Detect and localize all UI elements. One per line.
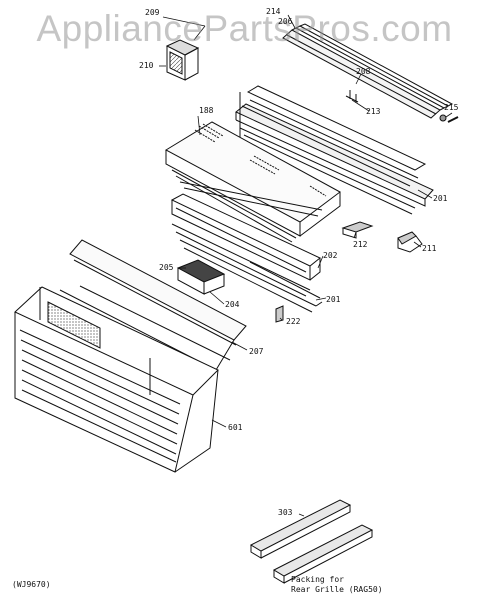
callout-204: 204 xyxy=(225,300,240,309)
part-201-lower-rail xyxy=(179,239,323,313)
callout-205: 205 xyxy=(159,263,174,272)
callout-207: 207 xyxy=(249,347,264,356)
callout-188: 188 xyxy=(199,106,214,115)
callout-201-lower: 201 xyxy=(326,295,341,304)
part-215-screw xyxy=(439,114,459,123)
callout-222: 222 xyxy=(286,317,301,326)
callout-303: 303 xyxy=(278,508,293,517)
packing-note-line2: Rear Grille (RAG50) xyxy=(291,585,383,594)
callout-206: 206 xyxy=(278,17,293,26)
callout-212: 212 xyxy=(353,240,368,249)
callout-209: 209 xyxy=(145,8,160,17)
packing-note-line1: Packing for xyxy=(291,575,344,584)
callout-210: 210 xyxy=(139,61,154,70)
part-303-packing-strips xyxy=(249,499,374,584)
part-213-clip xyxy=(345,90,359,103)
callout-leaders xyxy=(159,14,453,517)
callout-208: 208 xyxy=(356,67,371,76)
part-210-bracket xyxy=(165,39,200,81)
callout-214: 214 xyxy=(266,7,281,16)
callout-601: 601 xyxy=(228,423,243,432)
diagram-code: (WJ9670) xyxy=(12,580,51,589)
part-222-clip xyxy=(275,305,284,323)
part-202-frame xyxy=(170,193,321,297)
callout-201-upper: 201 xyxy=(433,194,448,203)
callout-202: 202 xyxy=(323,251,338,260)
part-205-control-box xyxy=(176,259,226,295)
callout-213: 213 xyxy=(366,107,381,116)
part-601-cabinet xyxy=(14,286,219,473)
watermark-logo-text: AppliancePartsPros.com xyxy=(36,8,453,49)
part-208-top-rail xyxy=(282,23,454,119)
callout-215: 215 xyxy=(444,103,459,112)
packing-note: Packing for Rear Grille (RAG50) xyxy=(291,575,383,595)
part-211-bracket xyxy=(397,231,423,253)
part-212-bracket xyxy=(341,221,374,239)
callout-211: 211 xyxy=(422,244,437,253)
part-188-front-panel xyxy=(164,121,341,243)
part-201-upper-rail xyxy=(235,85,434,215)
